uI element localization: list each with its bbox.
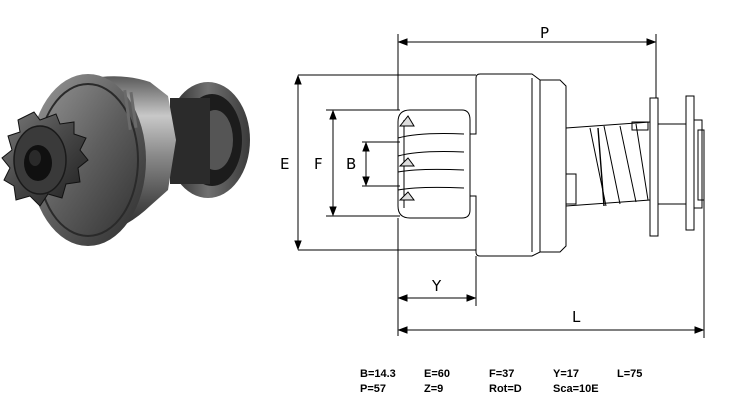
spec-p: P=57 bbox=[360, 383, 386, 395]
pinion-gear bbox=[1, 111, 89, 207]
dim-label-Y: Y bbox=[431, 277, 442, 295]
spec-f: F=37 bbox=[489, 368, 515, 380]
spec-z: Z=9 bbox=[424, 383, 444, 395]
dim-P bbox=[397, 34, 657, 110]
dim-label-L: L bbox=[572, 308, 581, 326]
drawing-pinion bbox=[397, 109, 471, 219]
engraving-mark bbox=[123, 89, 138, 130]
spec-b: B=14.3 bbox=[360, 368, 396, 380]
dim-label-P: P bbox=[540, 24, 549, 42]
dim-L bbox=[397, 200, 705, 338]
drawing-rear-collar bbox=[649, 95, 705, 237]
dim-Y bbox=[397, 218, 477, 336]
dim-E bbox=[294, 74, 476, 251]
dim-label-B: B bbox=[346, 155, 356, 173]
dim-B bbox=[362, 141, 400, 187]
spec-y: Y=17 bbox=[553, 368, 579, 380]
spec-sca: Sca=10E bbox=[553, 383, 599, 395]
drawing-shaft bbox=[565, 121, 651, 207]
spec-e: E=60 bbox=[424, 368, 450, 380]
dimension-drawing bbox=[294, 34, 705, 338]
dim-label-E: E bbox=[280, 155, 289, 173]
spec-rot: Rot=D bbox=[489, 383, 522, 395]
dim-F bbox=[326, 109, 400, 217]
part-photo bbox=[1, 74, 250, 246]
spec-l: L=75 bbox=[617, 368, 643, 380]
dim-label-F: F bbox=[314, 155, 323, 173]
drawing-housing bbox=[470, 73, 567, 257]
